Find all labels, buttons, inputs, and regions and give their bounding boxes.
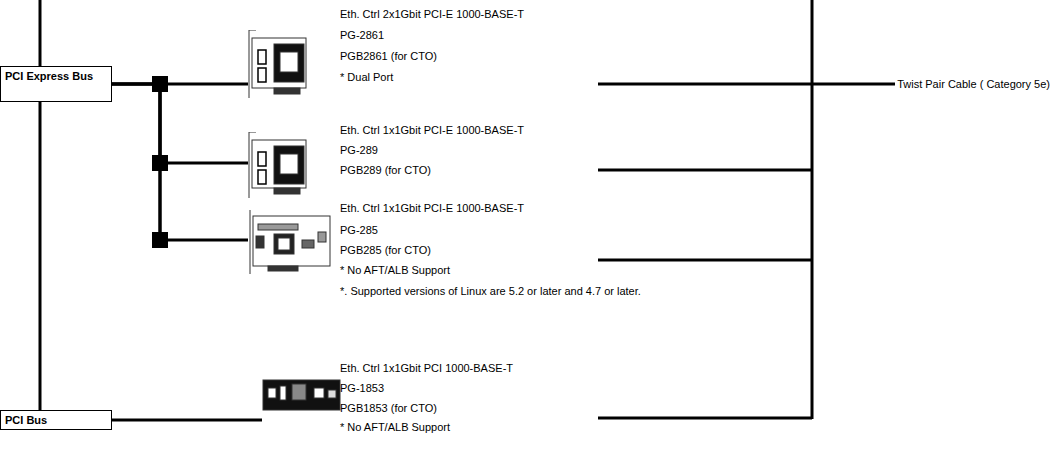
bus-name: PCI Express Bus: [5, 69, 107, 83]
card-detail: * No AFT/ALB Support: [340, 420, 450, 434]
card-cable: [598, 259, 812, 262]
bus-connector: [112, 419, 262, 422]
card-description: Eth. Ctrl 1x1Gbit PCI-E 1000-BASE-T: [340, 201, 524, 215]
card-description: Eth. Ctrl 2x1Gbit PCI-E 1000-BASE-T: [340, 7, 524, 21]
card-detail: PG-1853: [340, 381, 384, 395]
bus-box: PCI Express Bus: [0, 66, 112, 102]
card-detail: PGB285 (for CTO): [340, 243, 431, 257]
card-detail: PG-2861: [340, 28, 384, 42]
card-cable: [598, 169, 812, 172]
card-detail: * Dual Port: [340, 70, 393, 84]
bus-connector: [112, 84, 248, 163]
cable-line: [812, 83, 905, 86]
card-cable: [598, 83, 812, 86]
card-illustration: [248, 30, 308, 100]
card-cable: [598, 417, 812, 420]
card-description: Eth. Ctrl 1x1Gbit PCI-E 1000-BASE-T: [340, 123, 524, 137]
card-description: Eth. Ctrl 1x1Gbit PCI 1000-BASE-T: [340, 361, 513, 375]
card-detail: * No AFT/ALB Support: [340, 263, 450, 277]
bus-box: PCI Bus: [0, 410, 112, 430]
card-detail: PGB2861 (for CTO): [340, 49, 437, 63]
card-illustration: [248, 210, 332, 276]
bus-connector: [112, 84, 248, 240]
card-detail: PG-289: [340, 143, 378, 157]
card-detail: PG-285: [340, 223, 378, 237]
card-illustration: [248, 132, 308, 200]
cable-label: Twist Pair Cable ( Category 5e): [895, 77, 1052, 91]
card-detail: PGB289 (for CTO): [340, 163, 431, 177]
network-card: Eth. Ctrl 2x1Gbit PCI-E 1000-BASE-T PG-28…: [248, 6, 608, 102]
bus-name: PCI Bus: [5, 413, 107, 427]
network-card: Eth. Ctrl 1x1Gbit PCI 1000-BASE-T PG-1853…: [262, 360, 582, 436]
card-detail: PGB1853 (for CTO): [340, 401, 437, 415]
bus-line: [39, 0, 42, 66]
card-detail: *. Supported versions of Linux are 5.2 o…: [340, 284, 641, 298]
network-card: Eth. Ctrl 1x1Gbit PCI-E 1000-BASE-T PG-28…: [248, 120, 608, 202]
network-card: Eth. Ctrl 1x1Gbit PCI-E 1000-BASE-T PG-28…: [248, 200, 643, 300]
network-line: [811, 0, 814, 419]
bus-connector: [39, 102, 42, 410]
card-illustration: [262, 378, 342, 414]
